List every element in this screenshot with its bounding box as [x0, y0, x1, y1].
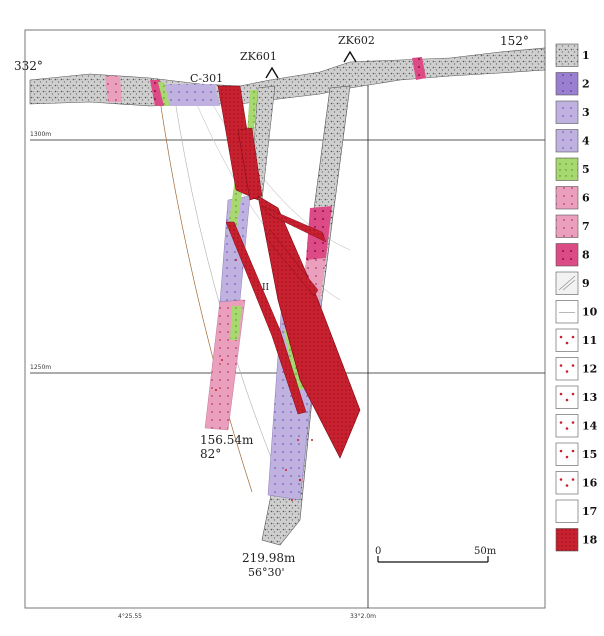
legend-number-9: 9 — [582, 277, 590, 290]
legend-swatch-5 — [555, 157, 579, 181]
legend-swatch-16 — [555, 471, 579, 495]
legend-swatch-1 — [555, 43, 579, 67]
legend-symbol-dot — [559, 449, 563, 453]
legend-swatch-3 — [555, 100, 579, 124]
bottom-coord-right: 33°2.0m — [350, 613, 376, 620]
legend-number-1: 1 — [582, 49, 590, 62]
legend-number-17: 17 — [582, 505, 597, 518]
legend-symbol-dot — [565, 484, 569, 487]
drillhole-zk601-marker — [265, 66, 279, 79]
ore-body-label: II — [262, 283, 270, 293]
legend-symbol-dot — [559, 335, 563, 339]
legend-symbol-dot — [565, 427, 569, 430]
legend-number-5: 5 — [582, 163, 590, 176]
elevation-upper: 1300m — [30, 131, 51, 138]
legend-symbol-dot — [565, 398, 569, 402]
legend-number-16: 16 — [582, 477, 598, 490]
surface-magenta-strip-right — [412, 57, 426, 80]
legend-symbol-dot — [559, 392, 563, 396]
legend-number-10: 10 — [582, 306, 598, 319]
legend-number-2: 2 — [582, 78, 590, 91]
legend-swatch-12 — [555, 357, 579, 381]
legend-number-18: 18 — [582, 534, 598, 547]
legend-number-6: 6 — [582, 192, 590, 205]
legend-swatch-15 — [555, 442, 579, 466]
legend-swatch-18 — [555, 528, 579, 552]
legend-swatch-7 — [555, 214, 579, 238]
legend-symbol-dot — [565, 455, 569, 459]
legend-symbol-hatch — [558, 275, 576, 291]
legend-swatch-2 — [555, 72, 579, 96]
legend-number-14: 14 — [582, 420, 598, 433]
section-line-label: C-301 — [190, 72, 223, 85]
drillhole-zk602-marker — [343, 50, 357, 63]
legend-swatch-14 — [555, 414, 579, 438]
trace-line — [174, 99, 273, 461]
legend-number-4: 4 — [582, 135, 590, 148]
surface-green-strip — [158, 82, 170, 106]
legend-number-3: 3 — [582, 106, 590, 119]
ore-body-upper-right-vein — [261, 205, 327, 243]
ore-body-upper-diagonal — [237, 127, 263, 201]
legend-symbol-dot — [571, 364, 575, 367]
legend-number-7: 7 — [582, 220, 590, 233]
green-band — [230, 306, 242, 340]
legend-swatch-13 — [555, 385, 579, 409]
dip-label-2: 56°30' — [248, 566, 285, 579]
surface-violet-strip — [162, 84, 220, 106]
legend-number-13: 13 — [582, 391, 597, 404]
legend-swatch-11 — [555, 328, 579, 352]
drillhole-zk602-label: ZK602 — [338, 34, 375, 47]
elevation-lower: 1250m — [30, 364, 51, 371]
legend-number-15: 15 — [582, 448, 597, 461]
legend-symbol-dot — [571, 478, 575, 481]
legend-swatch-17 — [555, 499, 579, 523]
ore-body-large-lens — [257, 195, 361, 459]
legend-swatch-4 — [555, 129, 579, 153]
legend-number-11: 11 — [582, 334, 597, 347]
legend-symbol-dot — [559, 364, 563, 367]
legend-symbol-dot — [559, 478, 563, 481]
bottom-coord-left: 4°25.55 — [118, 613, 142, 620]
legend-symbol-dot — [571, 421, 575, 424]
scale-end: 50m — [474, 546, 497, 557]
depth-label-2: 219.98m — [242, 551, 296, 565]
legend-swatch-8 — [555, 243, 579, 267]
ore-body-thin-vein — [225, 221, 307, 415]
legend-swatch-10 — [555, 300, 579, 324]
legend-symbol-dot — [571, 335, 575, 339]
legend-symbol-dot — [571, 392, 575, 396]
depth-label-1: 156.54m — [200, 433, 254, 447]
mineralization-dots — [215, 259, 313, 501]
legend-symbol-dot — [565, 370, 569, 373]
trace-line — [159, 99, 253, 493]
legend-swatch-6 — [555, 186, 579, 210]
azimuth-right: 152° — [500, 34, 529, 48]
scale-zero: 0 — [375, 546, 381, 557]
dip-label-1: 82° — [200, 447, 221, 461]
legend-number-8: 8 — [582, 249, 590, 262]
azimuth-left: 332° — [14, 59, 43, 73]
surface-pink-strip — [105, 76, 122, 102]
legend-number-12: 12 — [582, 363, 597, 376]
scale-bar: 0 50m — [375, 546, 497, 563]
legend-symbol-dot — [559, 421, 563, 424]
ore-body-right-vein — [265, 229, 319, 297]
drillhole-zk601-label: ZK601 — [240, 50, 277, 63]
legend-symbol-dot — [571, 449, 575, 453]
legend-symbol-dot — [565, 341, 569, 345]
